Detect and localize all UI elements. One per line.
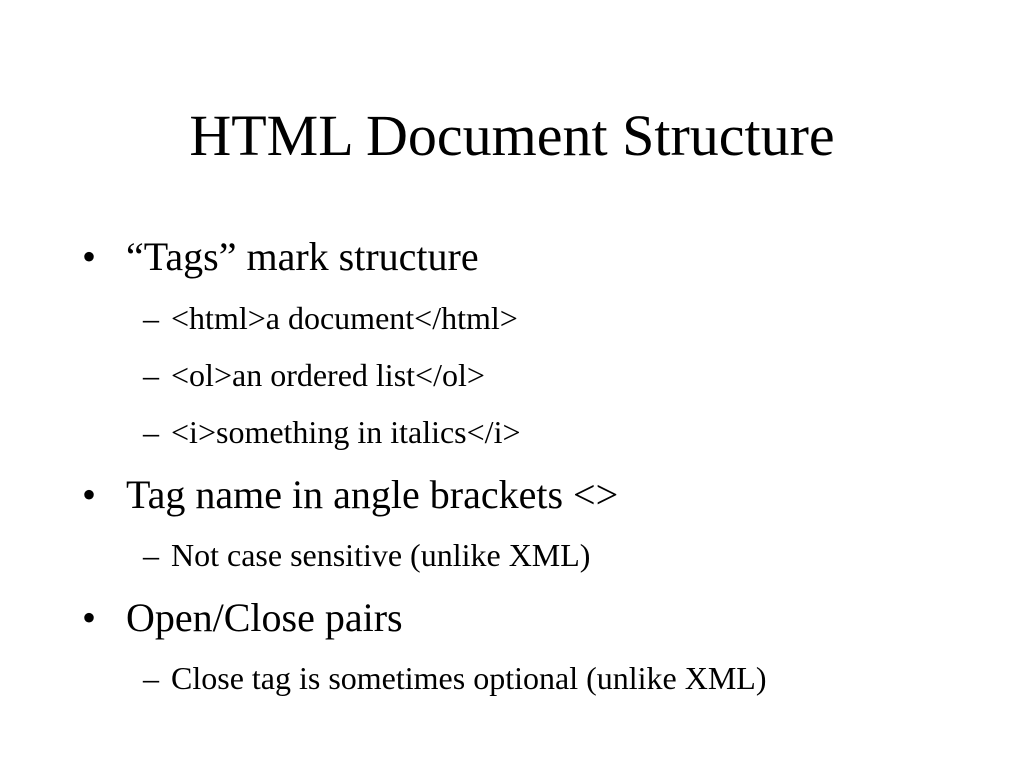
bullet-icon: • xyxy=(82,472,97,517)
bullet-text: Open/Close pairs xyxy=(126,595,403,640)
sub-bullet-item: –Not case sensitive (unlike XML) xyxy=(143,535,590,575)
dash-icon: – xyxy=(143,414,159,450)
bullet-item: • “Tags” mark structure xyxy=(82,233,479,281)
sub-bullet-text: <html>a document</html> xyxy=(171,300,518,336)
bullet-text: Tag name in angle brackets <> xyxy=(126,472,619,517)
sub-bullet-text: Close tag is sometimes optional (unlike … xyxy=(171,660,767,696)
bullet-icon: • xyxy=(82,595,97,640)
slide-title: HTML Document Structure xyxy=(189,103,835,168)
dash-icon: – xyxy=(143,660,159,696)
sub-bullet-item: –Close tag is sometimes optional (unlike… xyxy=(143,658,766,698)
sub-bullet-item: –<ol>an ordered list</ol> xyxy=(143,355,485,395)
sub-bullet-text: <ol>an ordered list</ol> xyxy=(171,357,485,393)
dash-icon: – xyxy=(143,357,159,393)
dash-icon: – xyxy=(143,537,159,573)
bullet-item: • Open/Close pairs xyxy=(82,594,403,642)
dash-icon: – xyxy=(143,300,159,336)
sub-bullet-text: <i>something in italics</i> xyxy=(171,414,521,450)
bullet-item: • Tag name in angle brackets <> xyxy=(82,471,618,519)
sub-bullet-item: –<html>a document</html> xyxy=(143,298,518,338)
bullet-text: “Tags” mark structure xyxy=(126,234,479,279)
sub-bullet-item: –<i>something in italics</i> xyxy=(143,412,521,452)
sub-bullet-text: Not case sensitive (unlike XML) xyxy=(171,537,591,573)
bullet-icon: • xyxy=(82,234,97,279)
